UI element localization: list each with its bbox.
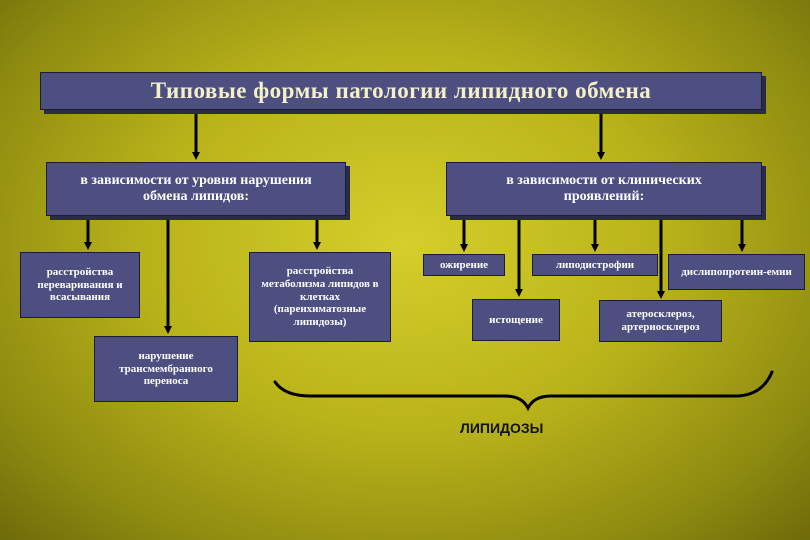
exhaustion-box: истощение (472, 299, 560, 341)
atherosclerosis-box: атеросклероз, артериосклероз (599, 300, 722, 342)
lipodystrophy-box: липодистрофии (532, 254, 658, 276)
diagram-title: Типовые формы патологии липидного обмена (40, 72, 762, 110)
dyslipoproteinemia-box: дислипопротеин-емии (668, 254, 805, 290)
category-left-box: в зависимости от уровня нарушения обмена… (46, 162, 346, 216)
lipidoses-label: ЛИПИДОЗЫ (460, 420, 544, 436)
digestion-disorder-box: расстройства переваривания и всасывания (20, 252, 140, 318)
category-right-box: в зависимости от клинических проявлений: (446, 162, 762, 216)
transmembrane-transport-box: нарушение трансмембранного переноса (94, 336, 238, 402)
cell-lipid-metabolism-box: расстройства метаболизма липидов в клетк… (249, 252, 391, 342)
obesity-box: ожирение (423, 254, 505, 276)
curly-brace (273, 370, 774, 412)
